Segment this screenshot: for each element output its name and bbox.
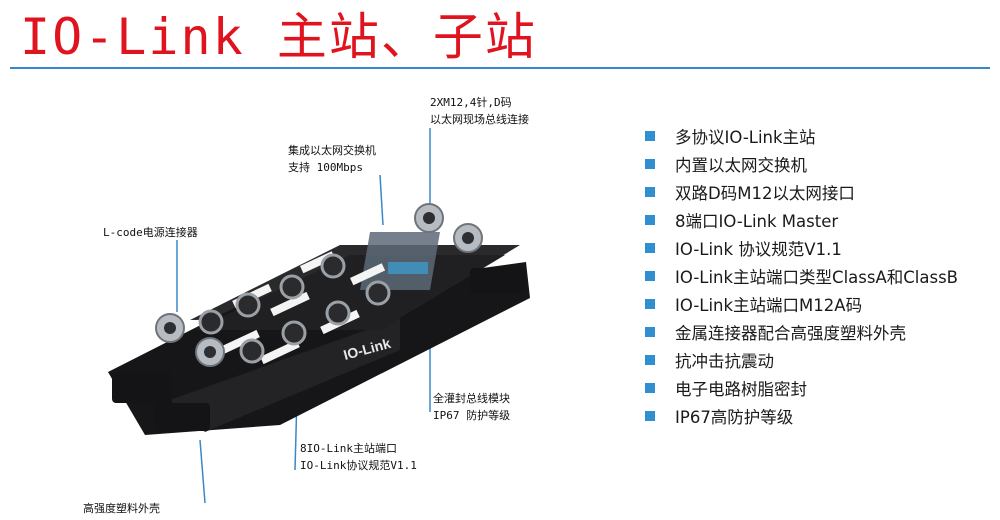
- callout-leaders: [176, 128, 431, 504]
- mount-lug: [155, 403, 210, 431]
- ethernet-connector-socket: [462, 232, 474, 244]
- callout-line: 支持 100Mbps: [288, 161, 363, 174]
- feature-item: 金属连接器配合高强度塑料外壳: [645, 318, 958, 346]
- feature-text: 多协议IO-Link主站: [675, 128, 816, 147]
- callout-housing: 高强度塑料外壳: [83, 500, 160, 517]
- m12-port: [198, 309, 224, 335]
- display-window: [360, 232, 440, 290]
- feature-item: 抗冲击抗震动: [645, 346, 958, 374]
- callout-line: IP67 防护等级: [433, 409, 511, 422]
- feature-item: IP67高防护等级: [645, 402, 958, 430]
- leader-switch: [379, 174, 384, 226]
- bullet-square-icon: [645, 271, 655, 281]
- port-label-strip: [349, 263, 386, 286]
- bullet-square-icon: [645, 215, 655, 225]
- title-divider: [10, 67, 990, 69]
- feature-text: 抗冲击抗震动: [675, 352, 774, 371]
- callout-line: 2XM12,4针,D码: [430, 96, 512, 109]
- leader-housing: [199, 439, 206, 504]
- m12-port: [365, 280, 391, 306]
- feature-item: IO-Link主站端口类型ClassA和ClassB: [645, 262, 958, 290]
- feature-text: IO-Link 协议规范V1.1: [675, 240, 842, 259]
- display-inner: [388, 262, 428, 274]
- feature-item: 多协议IO-Link主站: [645, 122, 958, 150]
- feature-list: 多协议IO-Link主站 内置以太网交换机 双路D码M12以太网接口 8端口IO…: [645, 122, 958, 430]
- callout-line: 集成以太网交换机: [288, 144, 376, 157]
- bullet-square-icon: [645, 383, 655, 393]
- feature-text: IO-Link主站端口类型ClassA和ClassB: [675, 268, 958, 287]
- bullet-square-icon: [645, 187, 655, 197]
- callout-line: IO-Link协议规范V1.1: [300, 459, 417, 472]
- power-connector-socket: [164, 322, 176, 334]
- m12-port: [281, 320, 307, 346]
- m12-port: [235, 292, 261, 318]
- callout-line: 高强度塑料外壳: [83, 502, 160, 515]
- callout-switch: 集成以太网交换机 支持 100Mbps: [288, 142, 376, 176]
- callout-line: 全灌封总线模块: [433, 392, 510, 405]
- io-link-module: IO-Link: [108, 203, 530, 435]
- port-label-strip: [260, 339, 300, 365]
- feature-text: IO-Link主站端口M12A码: [675, 296, 863, 315]
- device-front-face: [170, 318, 400, 432]
- m12-port: [325, 300, 351, 326]
- feature-text: 金属连接器配合高强度塑料外壳: [675, 324, 906, 343]
- feature-item: 8端口IO-Link Master: [645, 206, 958, 234]
- feature-item: 电子电路树脂密封: [645, 374, 958, 402]
- callout-line: 以太网现场总线连接: [430, 113, 529, 126]
- callout-line: L-code电源连接器: [103, 226, 198, 239]
- feature-text: IP67高防护等级: [675, 408, 794, 427]
- port-label-strip: [220, 329, 260, 355]
- feature-text: 8端口IO-Link Master: [675, 212, 839, 231]
- bullet-square-icon: [645, 159, 655, 169]
- bullet-square-icon: [645, 299, 655, 309]
- bullet-square-icon: [645, 131, 655, 141]
- feature-text: 电子电路树脂密封: [675, 380, 807, 399]
- feature-item: 双路D码M12以太网接口: [645, 178, 958, 206]
- callout-ethernet-connector: 2XM12,4针,D码 以太网现场总线连接: [430, 94, 529, 128]
- callout-ports: 8IO-Link主站端口 IO-Link协议规范V1.1: [300, 440, 417, 474]
- feature-text: 内置以太网交换机: [675, 156, 807, 175]
- feature-item: IO-Link 协议规范V1.1: [645, 234, 958, 262]
- bullet-square-icon: [645, 243, 655, 253]
- power-connector-socket: [204, 346, 216, 358]
- mount-lug: [112, 373, 172, 403]
- bullet-square-icon: [645, 411, 655, 421]
- feature-item: 内置以太网交换机: [645, 150, 958, 178]
- ethernet-connector-socket: [423, 212, 435, 224]
- mount-lug: [470, 268, 525, 294]
- feature-item: IO-Link主站端口M12A码: [645, 290, 958, 318]
- page-title: IO-Link 主站、子站: [20, 8, 537, 66]
- callout-potting: 全灌封总线模块 IP67 防护等级: [433, 390, 510, 424]
- bullet-square-icon: [645, 355, 655, 365]
- feature-text: 双路D码M12以太网接口: [675, 184, 855, 203]
- callout-line: 8IO-Link主站端口: [300, 442, 397, 455]
- m12-port: [279, 274, 305, 300]
- port-label-strip: [270, 291, 310, 317]
- bullet-square-icon: [645, 327, 655, 337]
- m12-port: [320, 253, 346, 279]
- callout-power: L-code电源连接器: [103, 224, 198, 241]
- m12-port: [239, 338, 265, 364]
